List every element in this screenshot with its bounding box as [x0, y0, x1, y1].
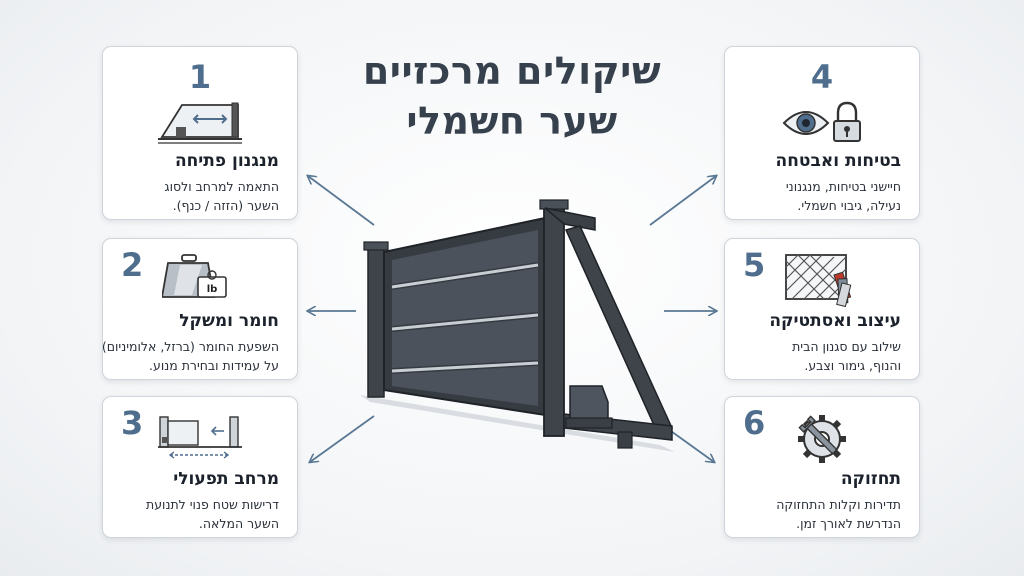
arrow-to-card-3	[310, 415, 375, 462]
title-line-2: שער חשמלי	[406, 99, 618, 143]
card-number: 3	[121, 404, 144, 442]
gear-wrench-icon	[798, 415, 846, 463]
card-title: מרחב תפעולי	[173, 469, 279, 489]
card-title: חומר ומשקל	[179, 311, 279, 331]
card-description: השפעת החומר (ברזל, אלומיניום) על עמידות …	[101, 339, 279, 373]
arrow-to-card-4	[649, 176, 716, 226]
card-material-weight: 2 lb חומר ומשקל השפעת החומר (ברזל, אלומי…	[102, 238, 298, 380]
card-description: דרישות שטח פנוי לתנועת השער המלאה.	[146, 497, 279, 531]
card-title: עיצוב ואסתטיקה	[769, 311, 901, 331]
card-description: תדירות וקלות התחזוקה הנדרשת לאורך זמן.	[776, 497, 901, 531]
card-number: 4	[810, 58, 834, 96]
card-safety-security: 4 בטיחות ואבטחה חיישני בטיחות, מנגנוני נ…	[724, 46, 920, 220]
clearance-space-icon	[158, 416, 242, 459]
sliding-gate-mechanism-icon	[158, 102, 242, 144]
card-design-aesthetics: 5 עיצוב ואסתטיקה שילוב עם סגנון הבית והנ…	[724, 238, 920, 380]
card-number: 6	[743, 404, 766, 442]
card-operating-space: 3 מרחב תפעולי דרישות שטח פנוי לתנועת השע…	[102, 396, 298, 538]
card-title: תחזוקה	[840, 469, 901, 489]
arrow-to-card-1	[308, 176, 375, 226]
card-description: חיישני בטיחות, מנגנוני נעילה, גיבוי חשמל…	[785, 179, 901, 213]
card-maintenance: 6 תחזוקה תדירות וקלות התחזוקה הנדרשת לאו…	[724, 396, 920, 538]
weight-icon: lb	[162, 254, 227, 298]
card-description: שילוב עם סגנון הבית והנוף, גימור וצבע.	[792, 339, 901, 373]
design-swatch-icon	[785, 254, 852, 307]
eye-lock-icon	[782, 101, 861, 142]
sliding-gate-illustration	[360, 199, 675, 452]
title-line-1: שיקולים מרכזיים	[362, 49, 662, 93]
card-description: התאמה למרחב ולסוג השער (הזזה / כנף).	[164, 179, 279, 213]
weight-unit-label: lb	[207, 284, 218, 295]
card-number: 2	[121, 246, 144, 284]
card-title: מנגנון פתיחה	[174, 151, 279, 171]
card-number: 1	[188, 58, 212, 96]
card-title: בטיחות ואבטחה	[775, 151, 901, 171]
page-title: שיקולים מרכזיים שער חשמלי	[300, 46, 724, 146]
card-number: 5	[743, 246, 766, 284]
card-opening-mechanism: 1 מנגנון פתיחה התאמה למרחב ולסוג השער (ה…	[102, 46, 298, 220]
